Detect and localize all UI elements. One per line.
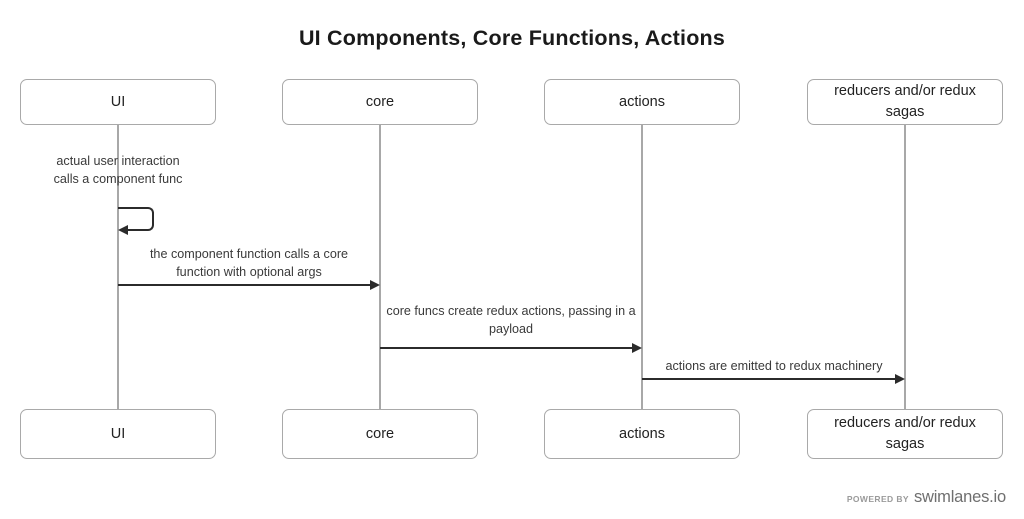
self-message-corner-bottom-right (144, 221, 154, 231)
self-message-segment-right (152, 215, 154, 223)
participant-box-core-top[interactable]: core (282, 79, 478, 125)
participant-label-ui-top: UI (110, 93, 126, 110)
watermark-brand-label: swimlanes.io (913, 488, 1006, 506)
participant-box-reducers-bottom[interactable]: reducers and/or redux sagas (807, 409, 1003, 459)
watermark-powered-by-label: POWERED BY (846, 494, 909, 504)
lifeline-actions (641, 125, 643, 409)
lifeline-core (379, 125, 381, 409)
lifeline-reducers (904, 125, 906, 409)
participant-box-ui-top[interactable]: UI (20, 79, 216, 125)
watermark[interactable]: POWERED BY swimlanes.io (847, 488, 1006, 507)
message-arrowhead-2 (370, 280, 380, 290)
message-label-1: actual user interaction calls a componen… (53, 154, 183, 186)
self-message-corner-top-right (144, 207, 154, 217)
message-label-2: the component function calls a core func… (149, 247, 349, 279)
message-line-4 (642, 378, 895, 380)
participant-box-ui-bottom[interactable]: UI (20, 409, 216, 459)
participant-label-core-bottom: core (365, 425, 395, 442)
participant-label-core-top: core (365, 93, 395, 110)
participant-box-reducers-top[interactable]: reducers and/or redux sagas (807, 79, 1003, 125)
self-message-segment-bottom (126, 229, 144, 231)
participant-label-reducers-bottom: reducers and/or redux sagas (834, 415, 976, 452)
participant-box-actions-top[interactable]: actions (544, 79, 740, 125)
participant-box-actions-bottom[interactable]: actions (544, 409, 740, 459)
message-arrowhead-4 (895, 374, 905, 384)
message-arrowhead-3 (632, 343, 642, 353)
participant-box-core-bottom[interactable]: core (282, 409, 478, 459)
participant-label-reducers-top: reducers and/or redux sagas (834, 83, 976, 120)
message-line-2 (118, 284, 370, 286)
lifeline-ui (117, 125, 119, 409)
self-message-segment-top (118, 207, 144, 209)
page-title: UI Components, Core Functions, Actions (298, 26, 726, 50)
message-line-3 (380, 347, 632, 349)
participant-label-actions-bottom: actions (619, 425, 665, 442)
participant-label-ui-bottom: UI (110, 425, 126, 442)
participant-label-actions-top: actions (619, 93, 665, 110)
message-label-3: core funcs create redux actions, passing… (386, 304, 636, 336)
self-message-arrowhead (118, 225, 128, 235)
message-label-4: actions are emitted to redux machinery (665, 359, 883, 373)
